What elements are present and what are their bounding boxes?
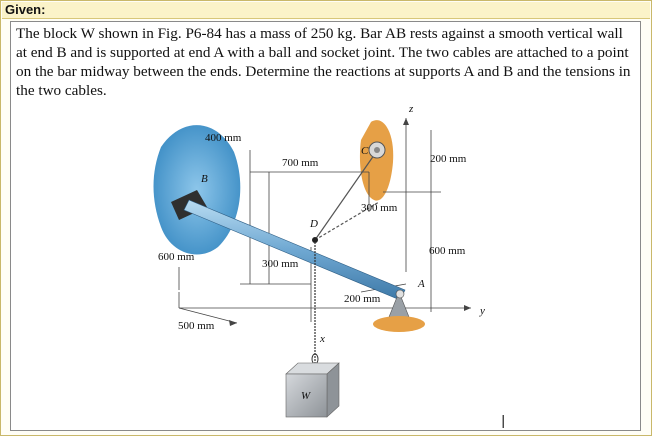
given-header: Given: xyxy=(2,2,650,19)
label-b: B xyxy=(201,173,208,185)
label-a: A xyxy=(417,278,425,290)
dim-300mm-mid: 300 mm xyxy=(262,258,299,270)
axis-z: z xyxy=(408,103,414,115)
label-w: W xyxy=(301,390,311,402)
text-cursor: | xyxy=(499,414,508,430)
problem-content: The block W shown in Fig. P6-84 has a ma… xyxy=(10,21,641,431)
label-c: C xyxy=(361,145,369,157)
dim-300mm-vertical: 300 mm xyxy=(361,202,398,214)
block-w xyxy=(285,362,340,418)
label-d: D xyxy=(309,218,318,230)
axis-y: y xyxy=(479,305,485,317)
figure-p6-84: 400 mm 700 mm 200 mm 300 mm 600 mm 600 m… xyxy=(153,103,485,418)
smooth-wall xyxy=(153,125,241,255)
problem-statement: The block W shown in Fig. P6-84 has a ma… xyxy=(16,25,631,99)
dim-200mm-top: 200 mm xyxy=(430,153,467,165)
dim-200mm-bottom: 200 mm xyxy=(344,293,381,305)
given-title: Given: xyxy=(5,2,46,17)
dim-600mm-right: 600 mm xyxy=(429,245,466,257)
cable-dc xyxy=(314,147,380,241)
dim-400mm: 400 mm xyxy=(205,132,242,144)
orange-wall xyxy=(359,120,394,201)
dim-700mm: 700 mm xyxy=(282,157,319,169)
dim-500mm: 500 mm xyxy=(178,320,215,332)
dim-600mm-left: 600 mm xyxy=(158,251,195,263)
bar-ab xyxy=(183,199,406,301)
axis-x: x xyxy=(319,333,325,345)
cable-to-wall xyxy=(314,201,380,241)
